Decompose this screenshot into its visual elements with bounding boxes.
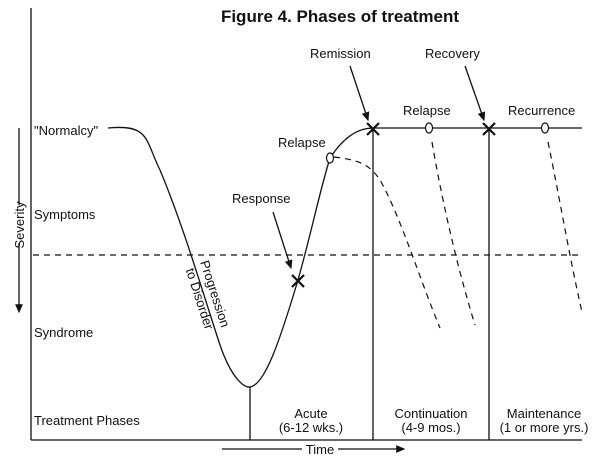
phase-acute-duration: (6-12 wks.) <box>279 420 343 435</box>
recurrence-label: Recurrence <box>508 103 575 118</box>
response-label: Response <box>232 191 291 206</box>
response-marker <box>291 274 305 288</box>
phase-acute-name: Acute <box>294 406 327 421</box>
relapse-curve-continuation <box>431 141 476 326</box>
recovery-arrow <box>464 65 486 122</box>
relapse-acute-label: Relapse <box>278 135 326 150</box>
relapse-marker-acute <box>325 152 335 164</box>
severity-curve <box>107 126 582 388</box>
phase-continuation-duration: (4-9 mos.) <box>401 420 460 435</box>
level-normalcy: "Normalcy" <box>34 123 99 138</box>
level-symptoms: Symptoms <box>34 207 96 222</box>
relapse-continuation-label: Relapse <box>403 103 451 118</box>
remission-marker <box>366 122 380 136</box>
figure-title: Figure 4. Phases of treatment <box>221 7 459 26</box>
remission-label: Remission <box>310 46 371 61</box>
phase-continuation-name: Continuation <box>395 406 468 421</box>
progression-label: Progression to Disorder <box>183 258 233 331</box>
treatment-phases-label: Treatment Phases <box>34 413 140 428</box>
relapse-curve-acute <box>333 156 441 329</box>
time-label: Time <box>306 442 334 456</box>
phase-maintenance-duration: (1 or more yrs.) <box>500 420 589 435</box>
relapse-marker-continuation <box>424 122 434 134</box>
recurrence-curve <box>547 141 583 313</box>
level-syndrome: Syndrome <box>34 325 93 340</box>
recovery-marker <box>482 122 496 136</box>
severity-label: Severity <box>12 201 27 248</box>
recovery-label: Recovery <box>425 46 480 61</box>
phase-maintenance-name: Maintenance <box>507 406 581 421</box>
response-arrow <box>272 211 293 270</box>
remission-arrow <box>349 65 370 122</box>
recurrence-marker <box>540 122 550 134</box>
